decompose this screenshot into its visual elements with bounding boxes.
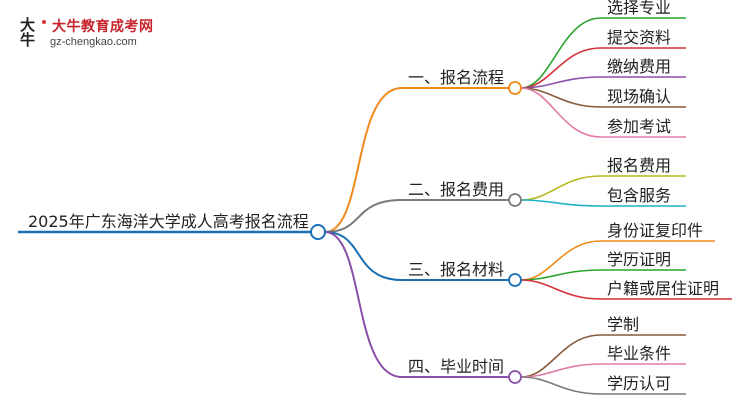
leaf-label: 身份证复印件 (607, 221, 704, 240)
leaf-connector (520, 363, 602, 378)
branch-connector (324, 231, 403, 281)
logo-name: 大牛教育成考网 (52, 19, 154, 35)
branch-node-circle (508, 193, 522, 207)
logo-url: gz-chengkao.com (50, 36, 137, 48)
branch-connector (324, 199, 403, 233)
branch-connector (324, 231, 403, 378)
leaf-label: 参加考试 (607, 117, 672, 136)
branch-label: 二、报名费用 (408, 180, 505, 199)
leaf-connector (520, 87, 602, 108)
leaf-connector (520, 279, 602, 300)
leaf-label: 报名费用 (607, 156, 672, 175)
branch-label: 四、毕业时间 (408, 357, 505, 376)
leaf-label: 提交资料 (607, 28, 672, 47)
root-node-circle (310, 224, 326, 240)
site-logo: 大牛 大牛教育成考网 gz-chengkao.com (20, 14, 160, 54)
leaf-label: 学历认可 (607, 374, 672, 393)
branch-label: 三、报名材料 (408, 260, 505, 279)
leaf-connector (520, 17, 602, 89)
branch-node-circle (508, 273, 522, 287)
leaf-label: 选择专业 (607, 0, 672, 17)
leaf-label: 现场确认 (607, 87, 672, 106)
branch-connector (324, 87, 403, 233)
branch-label: 一、报名流程 (408, 68, 505, 87)
leaf-label: 学历证明 (607, 250, 672, 269)
leaf-connector (520, 334, 602, 378)
leaf-connector (520, 240, 602, 281)
leaf-connector (520, 76, 602, 89)
leaf-connector (520, 269, 602, 281)
leaf-label: 缴纳费用 (607, 57, 672, 76)
leaf-connector (520, 47, 602, 89)
root-node-label: 2025年广东海洋大学成人高考报名流程 (28, 212, 309, 231)
leaf-label: 学制 (607, 315, 640, 334)
leaf-connector (520, 199, 602, 207)
leaf-label: 户籍或居住证明 (607, 279, 720, 298)
logo-mark-icon: 大牛 (20, 18, 46, 48)
branch-node-circle (508, 370, 522, 384)
leaf-label: 包含服务 (607, 186, 672, 205)
branch-node-circle (508, 81, 522, 95)
leaf-label: 毕业条件 (607, 344, 672, 363)
leaf-connector (520, 175, 602, 201)
leaf-connector (520, 87, 602, 138)
leaf-connector (520, 376, 602, 395)
